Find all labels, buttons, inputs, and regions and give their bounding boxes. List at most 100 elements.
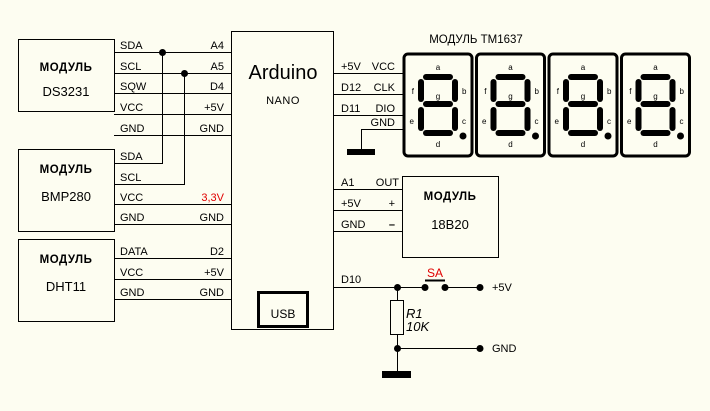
arduino-pin-label: GND (341, 219, 366, 231)
segment-label-a: a (508, 63, 513, 72)
pin-label: – (389, 219, 395, 231)
arduino-pin-label: +5V (341, 61, 362, 73)
pin-label: GND (371, 117, 396, 129)
segment-label-g: g (581, 92, 585, 101)
arduino-board-box (231, 31, 334, 330)
arduino-title: Arduino (249, 62, 318, 84)
segment-label-c: c (462, 117, 466, 126)
segment-label-g: g (508, 92, 512, 101)
arduino-pin-label: D12 (341, 82, 361, 94)
switch-sa-label: SA (427, 266, 443, 280)
junction-dot (181, 70, 188, 77)
pin-label: GND (120, 123, 145, 135)
segment-label-b: b (535, 87, 540, 96)
resistor-value: 10K (406, 319, 430, 334)
pin-label: VCC (120, 192, 143, 204)
segment-label-e: e (482, 117, 487, 126)
gnd-label: GND (492, 343, 517, 355)
ds18b20-module-box (402, 176, 499, 258)
usb-connector-box (257, 291, 309, 328)
segment-label-b: b (607, 87, 612, 96)
arduino-pin-label: GND (200, 212, 225, 224)
bmp280-name: BMP280 (41, 189, 91, 204)
junction-dot (394, 345, 401, 352)
segment-label-d: d (508, 140, 512, 149)
segment-label-b: b (680, 87, 685, 96)
segment-label-a: a (581, 63, 586, 72)
decimal-point (604, 132, 612, 140)
dht11-module-box (18, 239, 115, 322)
switch-contact-dot (421, 284, 429, 291)
arduino-pin-label: D4 (210, 81, 224, 93)
segment-label-c: c (607, 117, 611, 126)
pin-label: OUT (376, 177, 400, 189)
pin-label: SQW (120, 81, 147, 93)
segment-label-g: g (653, 92, 657, 101)
segment-label-f: f (557, 87, 560, 96)
segment-label-a: a (436, 63, 441, 72)
pin-label: GND (120, 212, 145, 224)
seven-segment-digit: a g d f e b c (475, 52, 546, 158)
pin-label: GND (120, 287, 145, 299)
resistor-name: R1 (406, 306, 423, 321)
arduino-pin-label-3v3: 3,3V (201, 192, 224, 204)
usb-label: USB (271, 307, 296, 321)
bmp280-module-box (18, 149, 115, 232)
segment-label-d: d (436, 140, 440, 149)
pin-label: DIO (375, 103, 395, 115)
arduino-pin-label: A4 (211, 40, 224, 52)
ds18b20-name: 18B20 (431, 217, 469, 232)
segment-label-e: e (555, 117, 560, 126)
arduino-pin-label: +5V (204, 102, 225, 114)
arduino-pin-label: GND (200, 287, 225, 299)
terminal-dot-5v (476, 284, 484, 291)
arduino-pin-label: A5 (211, 61, 224, 73)
terminal-dot-gnd (476, 345, 484, 352)
segment-label-f: f (412, 87, 415, 96)
pin-label: SCL (120, 61, 141, 73)
segment-label-c: c (680, 117, 684, 126)
pin-label: + (389, 198, 395, 210)
switch-contact-dot (441, 284, 449, 291)
pin-label: SCL (120, 172, 141, 184)
junction-dot (394, 284, 401, 291)
ds3231-prefix: МОДУЛЬ (40, 62, 93, 74)
vplus-label: +5V (492, 282, 513, 294)
pin-label: VCC (120, 102, 143, 114)
arduino-pin-label: +5V (341, 198, 362, 210)
segment-label-a: a (653, 63, 658, 72)
bmp280-prefix: МОДУЛЬ (40, 164, 93, 176)
arduino-subtitle: NANO (266, 95, 300, 107)
segment-label-g: g (436, 92, 440, 101)
seven-segment-digit: a g d f e b c (547, 52, 619, 158)
segment-label-b: b (462, 87, 467, 96)
r1-ground-symbol (382, 371, 411, 378)
tm1637-title: МОДУЛЬ TM1637 (429, 34, 523, 46)
pin-label: DATA (120, 246, 148, 258)
ds3231-module-box (18, 39, 115, 112)
segment-label-d: d (581, 140, 585, 149)
ds18b20-prefix: МОДУЛЬ (424, 191, 477, 203)
arduino-pin-label: D2 (210, 246, 224, 258)
decimal-point (459, 132, 467, 140)
decimal-point (532, 132, 539, 140)
decimal-point (677, 132, 684, 140)
pin-label: SDA (120, 151, 143, 163)
segment-label-f: f (484, 87, 487, 96)
ds3231-name: DS3231 (43, 84, 90, 99)
junction-dot (159, 49, 166, 56)
arduino-pin-label: GND (200, 123, 225, 135)
seven-segment-digit: a g d f e b c (402, 52, 474, 158)
segment-label-d: d (653, 140, 657, 149)
arduino-pin-label: D11 (341, 103, 360, 115)
pin-label: CLK (374, 82, 396, 94)
segment-label-c: c (535, 117, 539, 126)
segment-label-e: e (410, 117, 415, 126)
pin-label: VCC (372, 61, 395, 73)
tm1637-ground-symbol (347, 149, 375, 155)
arduino-pin-label: +5V (204, 267, 225, 279)
pin-label: SDA (120, 40, 143, 52)
